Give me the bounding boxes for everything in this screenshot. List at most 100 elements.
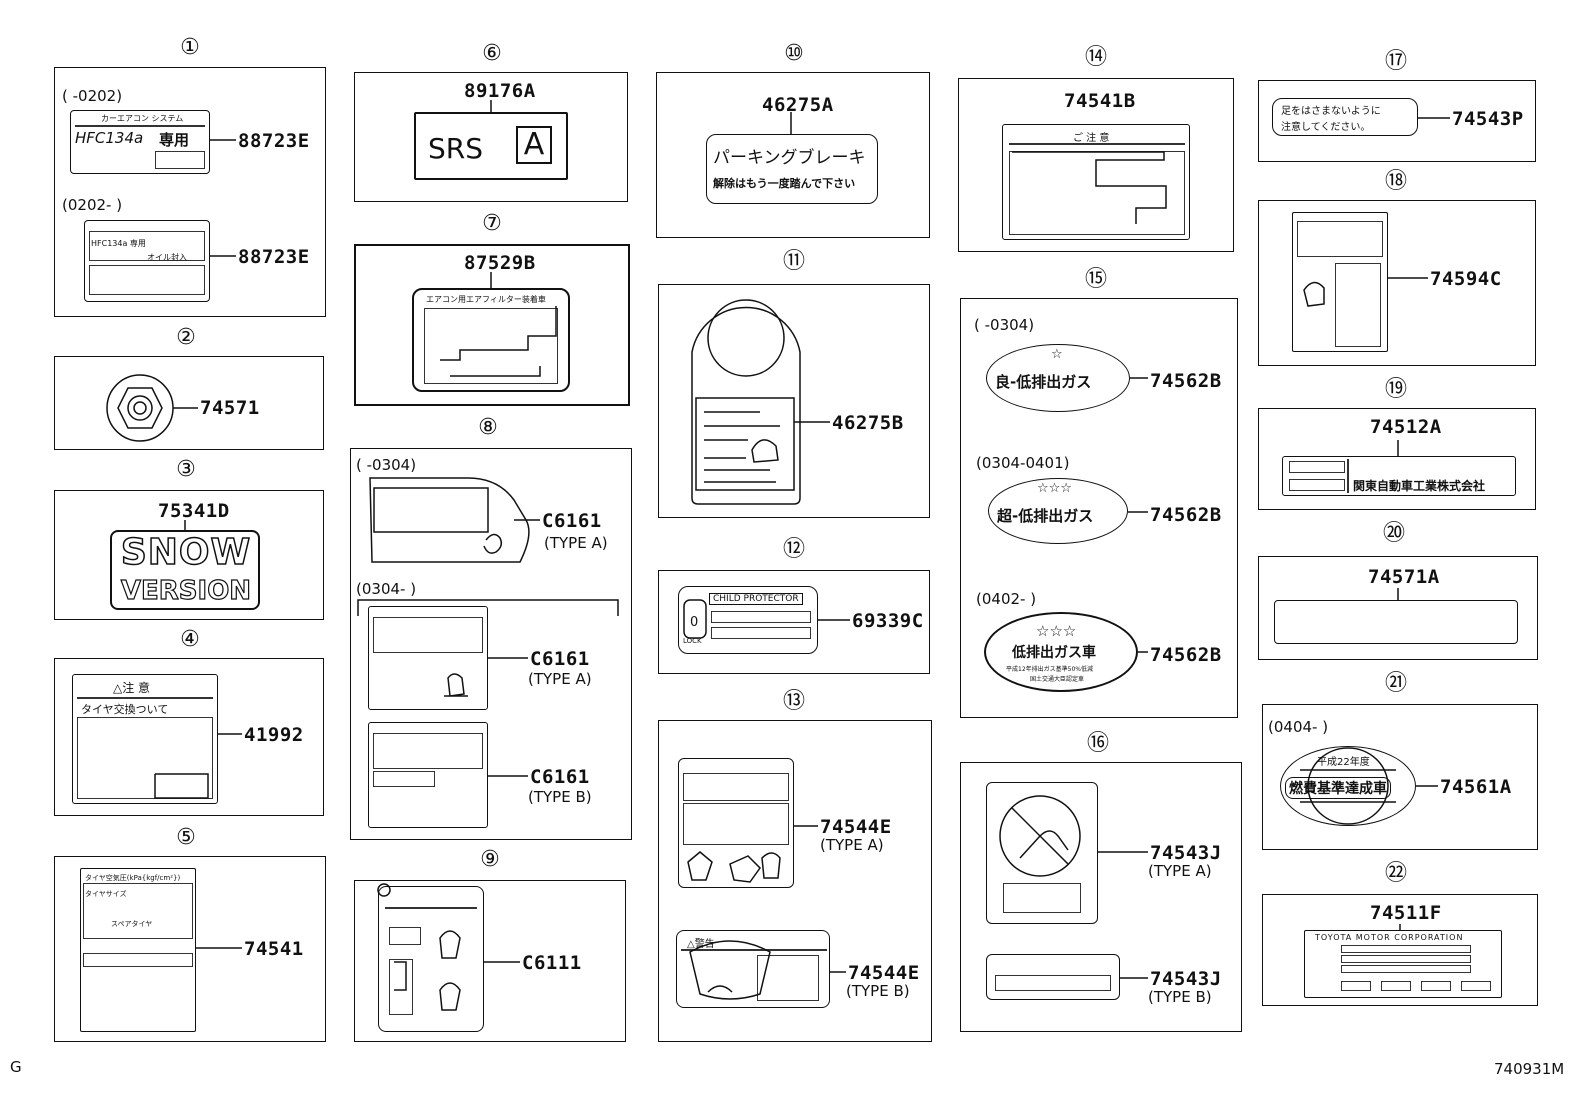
part-69339c: 69339C [852, 610, 924, 632]
item-number-12: ⑫ [782, 537, 805, 562]
item-number-2: ② [176, 325, 196, 350]
item-number-17: ⑰ [1384, 49, 1407, 74]
label-fuel-standard: 平成22年度 燃費基準達成車 [1280, 746, 1416, 826]
item-number-21: ㉑ [1384, 671, 1407, 696]
label-text: HFC134a [75, 129, 144, 147]
label-warning-b: △警告 [676, 930, 830, 1008]
door-hanger-shape [691, 306, 801, 505]
part-74562b-a: 74562B [1150, 370, 1222, 392]
figure-icon [1303, 281, 1325, 307]
part-74543j-a: 74543J [1150, 842, 1222, 864]
driver-icon [751, 439, 779, 463]
label-seat-a [368, 606, 488, 710]
type-74544e-a: (TYPE A) [820, 836, 884, 854]
label-text: 良-低排出ガス [995, 373, 1092, 391]
part-87529b: 87529B [464, 252, 536, 274]
range-8b: (0304- ) [356, 580, 417, 598]
part-c6161-a1: C6161 [542, 510, 602, 532]
corner-label-left: G [10, 1058, 22, 1076]
part-74562b-b: 74562B [1150, 504, 1222, 526]
prohibition-circle [999, 795, 1081, 877]
range-8a: ( -0304) [356, 456, 417, 474]
label-warning-j-b [986, 954, 1120, 1000]
label-text: パーキングブレーキ [713, 148, 866, 168]
label-text: LOCK [683, 637, 702, 645]
label-seat-b [368, 722, 488, 828]
airbag-seat-icon [689, 940, 771, 1000]
part-46275a: 46275A [762, 94, 834, 116]
label-parking-brake: パーキングブレーキ 解除はもう一度踏んで下さい [706, 134, 878, 204]
item-number-5: ⑤ [176, 825, 196, 850]
label-text: 国土交通大臣認定車 [1030, 676, 1085, 683]
label-text: タイヤ交換ついて [81, 703, 169, 716]
part-74543j-b: 74543J [1150, 968, 1222, 990]
label-74594c [1292, 212, 1388, 352]
item-number-1: ① [180, 35, 200, 60]
child-seat-icon [729, 855, 761, 883]
label-text: HFC134a 専用 [91, 239, 146, 248]
part-88723e-a: 88723E [238, 130, 310, 152]
label-text: タイヤ空気圧(kPa{kgf/cm²}) [85, 874, 181, 882]
part-74541: 74541 [244, 938, 304, 960]
label-srs: SRS A [414, 112, 568, 180]
part-c6161-b: C6161 [530, 766, 590, 788]
label-tire-pressure: タイヤ空気圧(kPa{kgf/cm²}) タイヤサイズ スペアタイヤ [80, 868, 196, 1032]
window-sticker-shape [369, 477, 530, 563]
seat-icon [444, 673, 468, 697]
label-text: △注 意 [113, 681, 151, 695]
item-number-14: ⑭ [1084, 45, 1107, 70]
item-number-19: ⑲ [1384, 377, 1407, 402]
item-number-20: ⑳ [1382, 521, 1405, 546]
figure-icon [439, 982, 461, 1011]
range-15c: (0402- ) [976, 590, 1037, 608]
item-number-9: ⑨ [480, 847, 500, 872]
figure-code: 740931M [1494, 1060, 1565, 1078]
label-text: A [516, 126, 552, 164]
label-hfc-a: カーエアコン システム HFC134a 専用 [70, 110, 210, 174]
part-74511f: 74511F [1370, 902, 1442, 924]
range-15a: ( -0304) [974, 316, 1035, 334]
label-text: 平成12年排出ガス基準50%低減 [1006, 666, 1093, 673]
cap-hex [117, 387, 163, 429]
type-c6161-b: (TYPE B) [528, 788, 592, 806]
label-text: エアコン用エアフィルター装着車 [426, 295, 546, 304]
label-text: TOYOTA MOTOR CORPORATION [1315, 933, 1464, 942]
label-text: 関東自動車工業株式会社 [1353, 479, 1486, 493]
type-74543j-b: (TYPE B) [1148, 988, 1212, 1006]
svg-text:0: 0 [690, 615, 698, 630]
label-text: 低排出ガス車 [1012, 645, 1096, 661]
part-74594c: 74594C [1430, 268, 1502, 290]
figure-icon [439, 930, 461, 959]
type-c6161-a1: (TYPE A) [544, 534, 608, 552]
label-low-emission-b: ☆☆☆ 超-低排出ガス [988, 478, 1128, 544]
label-text: CHILD PROTECTOR [709, 593, 803, 605]
item-number-11: ⑪ [782, 249, 805, 274]
item-number-4: ④ [180, 627, 200, 652]
label-text: カーエアコン システム [101, 114, 184, 123]
part-89176a: 89176A [464, 80, 536, 102]
label-text: SNOW [120, 531, 252, 574]
seat-icon [483, 533, 503, 554]
label-low-emission-c: ☆☆☆ 低排出ガス車 平成12年排出ガス基準50%低減 国土交通大臣認定車 [984, 612, 1138, 692]
item-number-7: ⑦ [482, 211, 502, 236]
part-c6111: C6111 [522, 952, 582, 974]
label-no-hands [986, 782, 1098, 924]
item-number-13: ⑬ [782, 689, 805, 714]
label-text: 足をはさまないように [1281, 106, 1381, 117]
label-text: 専用 [159, 131, 190, 149]
label-text: タイヤサイズ [85, 890, 127, 898]
label-text: スペアタイヤ [111, 920, 153, 928]
part-75341d: 75341D [158, 500, 230, 522]
child-seat-icon [687, 851, 713, 881]
label-feet-caution: 足をはさまないように 注意してください。 [1272, 98, 1418, 136]
item-number-6: ⑥ [482, 41, 502, 66]
part-c6161-a2: C6161 [530, 648, 590, 670]
label-kanto-auto: 関東自動車工業株式会社 [1282, 456, 1516, 496]
label-warning-a [678, 758, 794, 888]
item-number-8: ⑧ [478, 415, 498, 440]
part-74543p: 74543P [1452, 108, 1524, 130]
label-ac-filter: エアコン用エアフィルター装着車 [412, 288, 570, 392]
part-74541b: 74541B [1064, 90, 1136, 112]
range-1b: (0202- ) [62, 196, 123, 214]
